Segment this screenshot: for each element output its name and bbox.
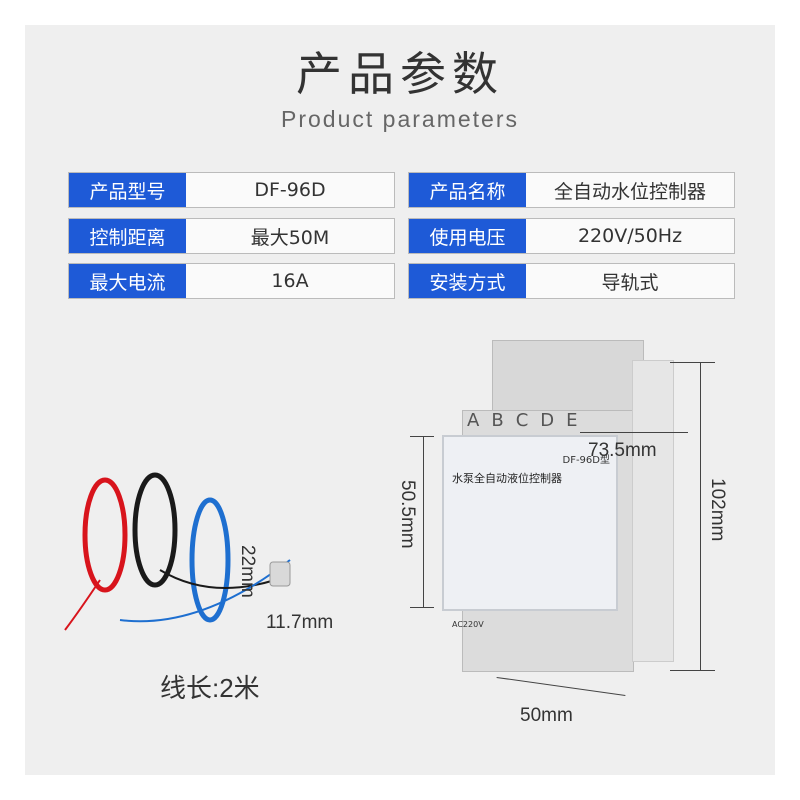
param-value: 220V/50Hz [577, 225, 683, 247]
blue-cable [189, 497, 231, 623]
terminal-c: C [515, 410, 529, 431]
front-cover: DF-96D型 水泵全自动液位控制器 [442, 435, 618, 611]
param-label: 最大电流 [69, 264, 186, 298]
param-row: 最大电流 16A [68, 263, 395, 299]
param-label: 安装方式 [409, 264, 526, 298]
cable-length-label: 线长:2米 [160, 673, 260, 703]
param-row: 产品型号 DF-96D [68, 172, 395, 208]
param-value: 16A [271, 270, 309, 292]
param-value: DF-96D [254, 179, 326, 201]
front-height-dim: 50.5mm [397, 480, 418, 549]
terminal-a: A [467, 410, 480, 431]
param-label: 控制距离 [69, 219, 186, 253]
height-dim: 102mm [707, 478, 728, 542]
red-cable [82, 477, 128, 593]
param-label: 产品名称 [409, 173, 526, 207]
param-value: 全自动水位控制器 [553, 180, 706, 203]
supply-label: AC220V [452, 620, 484, 629]
probe-height-label: 22mm [237, 545, 258, 598]
controller-device-image: A B C D E DF-96D型 水泵全自动液位控制器 AC220V [442, 340, 674, 672]
param-row: 使用电压 220V/50Hz [408, 218, 735, 254]
device-name-label: 水泵全自动液位控制器 [452, 472, 562, 485]
depth-dim: 73.5mm [588, 440, 657, 461]
probe-width-label: 11.7mm [266, 612, 334, 633]
black-cable [132, 472, 178, 588]
param-label: 使用电压 [409, 219, 526, 253]
page-title: 产品参数 [296, 47, 504, 101]
page-subtitle: Product parameters [281, 106, 519, 132]
probe-electrode [269, 561, 291, 587]
probe-cables-image [64, 472, 291, 631]
param-row: 安装方式 导轨式 [408, 263, 735, 299]
param-row: 控制距离 最大50M [68, 218, 395, 254]
terminal-labels: A B C D E [467, 410, 578, 431]
width-dim: 50mm [520, 705, 573, 726]
param-row: 产品名称 全自动水位控制器 [408, 172, 735, 208]
terminal-b: B [491, 410, 504, 431]
param-value: 最大50M [250, 226, 330, 249]
model-label: DF-96D型 [562, 455, 611, 466]
terminal-e: E [566, 410, 578, 431]
param-value: 导轨式 [601, 271, 659, 294]
param-label: 产品型号 [69, 173, 186, 207]
terminal-d: D [540, 410, 555, 431]
